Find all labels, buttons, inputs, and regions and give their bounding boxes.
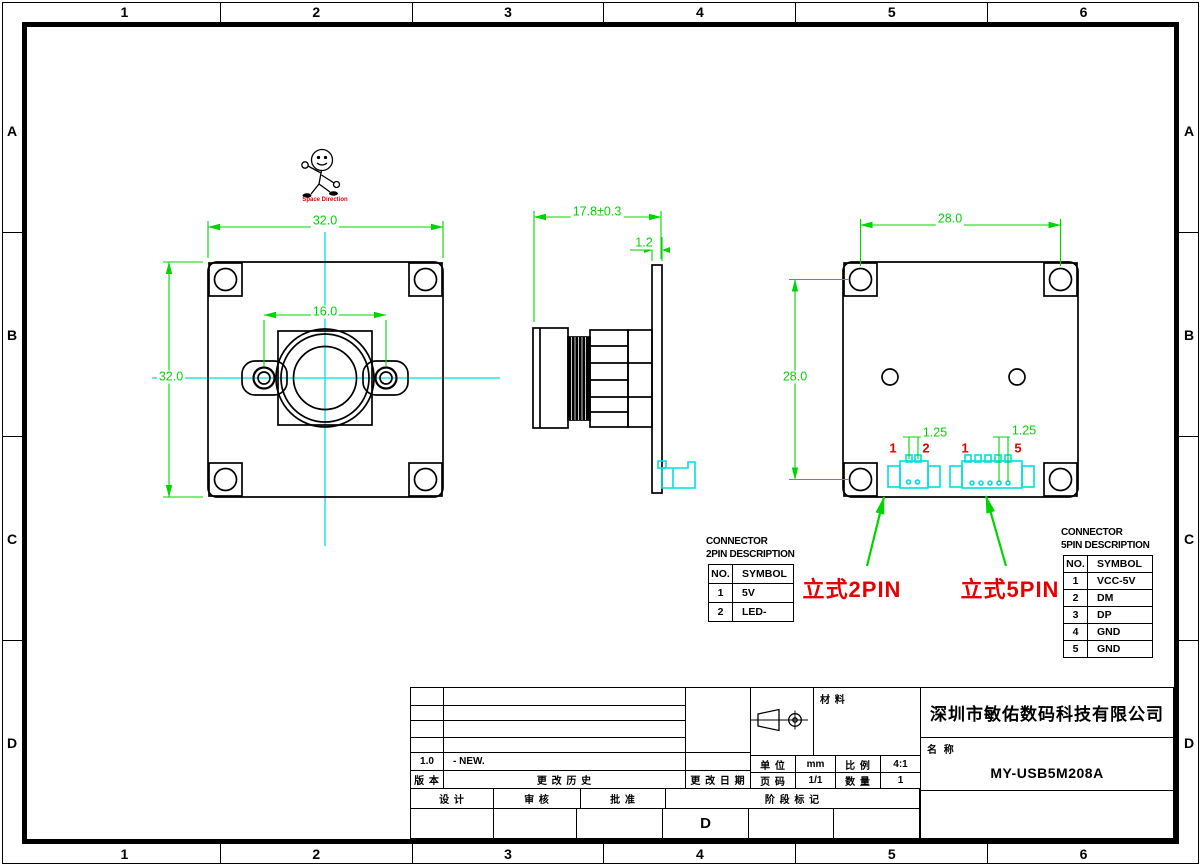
grid-row-label: B (1179, 233, 1199, 437)
grid-col-label: 2 (221, 2, 413, 22)
grid-band-top: 1 2 3 4 5 6 (29, 2, 1179, 22)
grid-band-bottom: 1 2 3 4 5 6 (29, 844, 1179, 864)
pin-number-5pin-5: 5 (1014, 440, 1022, 456)
company-name: 深圳市敏佑数码科技有限公司 (930, 705, 1164, 724)
callout-5pin-label: 立式5PIN (960, 577, 1060, 602)
empty-cell (920, 790, 1174, 839)
grid-row-label: B (2, 233, 22, 437)
side-view (532, 264, 663, 494)
grid-col-label: 3 (413, 844, 605, 864)
grid-col-label: 1 (29, 2, 221, 22)
dim-pcb-thickness: 1.2 (633, 235, 655, 250)
table-title-5pin: CONNECTOR 5PIN DESCRIPTION (1061, 526, 1150, 552)
grid-col-label: 3 (413, 2, 605, 22)
drawing-frame (22, 22, 1179, 844)
callout-2pin-label: 立式2PIN (802, 577, 902, 602)
pin-number-2pin-2: 2 (922, 440, 930, 456)
grid-col-label: 4 (604, 844, 797, 864)
part-number: MY-USB5M208A (990, 765, 1104, 781)
projection-symbol (751, 708, 808, 732)
grid-row-label: C (2, 437, 22, 641)
grid-col-label: 6 (1079, 4, 1088, 20)
table-title-2pin: CONNECTOR 2PIN DESCRIPTION (706, 535, 795, 561)
grid-col-label: 5 (796, 2, 989, 22)
side-connector (657, 460, 696, 489)
table-title-line1: CONNECTOR (706, 536, 768, 547)
table-cell: GND (1087, 640, 1153, 658)
grid-row-label: A (1179, 29, 1199, 233)
centerlines (152, 232, 500, 546)
grid-row-label: D (6, 734, 18, 751)
logo-caption: Space Direction (302, 197, 348, 203)
grid-band-left: A B C D (2, 29, 22, 844)
callout-arrows (865, 495, 1008, 567)
table-title-line2: 2PIN DESCRIPTION (706, 549, 795, 560)
empty-cell (833, 808, 920, 839)
name-label: 名 称 (927, 745, 956, 756)
grid-row-label: C (1179, 437, 1199, 641)
pin-number-5pin-1: 1 (961, 440, 969, 456)
grid-col-label: 5 (796, 844, 989, 864)
table-title-line1: CONNECTOR (1061, 527, 1123, 538)
grid-row-label: D (1183, 734, 1195, 751)
table-cell: LED- (732, 602, 794, 622)
table-title-line2: 5PIN DESCRIPTION (1061, 540, 1150, 551)
grid-row-label: A (2, 29, 22, 233)
grid-col-label: 1 (29, 844, 221, 864)
grid-col-label: 6 (1079, 846, 1088, 862)
logo-figure (301, 148, 341, 198)
material-label: 材 料 (820, 695, 846, 706)
dim-pitch-2pin: 1.25 (920, 425, 950, 440)
pin-number-2pin-1: 1 (889, 440, 897, 456)
dim-pitch-5pin: 1.25 (1009, 423, 1039, 438)
grid-band-right: A B C D (1179, 29, 1199, 844)
grid-col-label: 2 (221, 844, 413, 864)
grid-col-label: 4 (604, 2, 797, 22)
